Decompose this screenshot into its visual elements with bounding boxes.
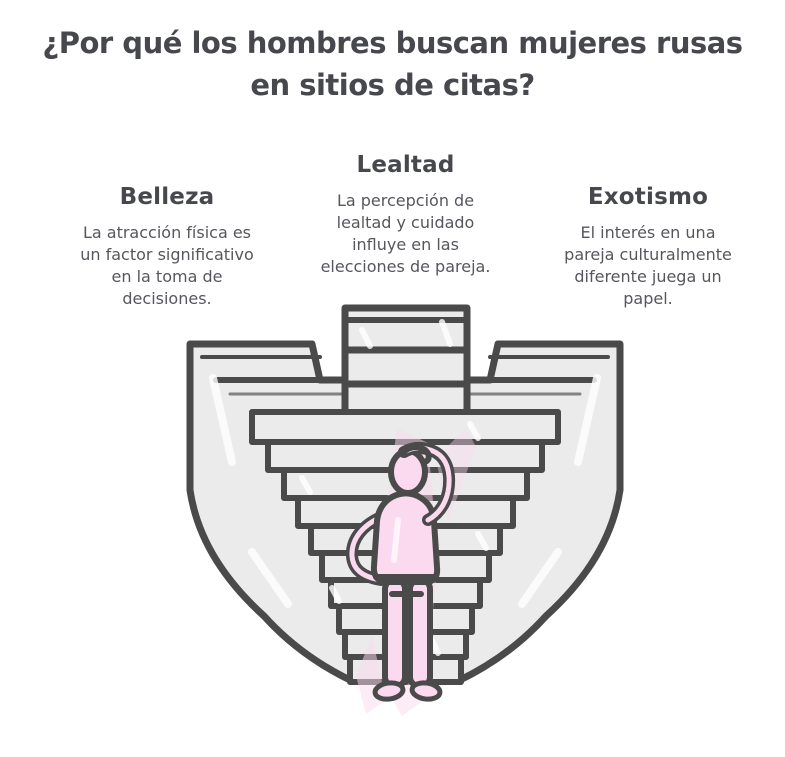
torso	[370, 490, 441, 585]
section-exotismo-body: El interés en una pareja culturalmente d…	[564, 223, 732, 308]
section-belleza-heading: Belleza	[119, 184, 215, 210]
hand-on-head	[401, 444, 432, 465]
page-title: ¿Por qué los hombres buscan mujeres rusa…	[42, 26, 743, 102]
center-tower	[341, 304, 471, 418]
section-lealtad-body: La percepción de lealtad y cuidado influ…	[320, 191, 491, 276]
person-figure	[346, 428, 476, 716]
section-exotismo-heading: Exotismo	[587, 184, 709, 210]
trouser-line	[389, 591, 424, 685]
section-exotismo: Exotismo El interés en una pareja cultur…	[528, 184, 768, 310]
right-foot	[409, 680, 443, 702]
staircase-illustration	[150, 288, 650, 728]
section-belleza: Belleza La atracción física es un factor…	[42, 184, 292, 310]
section-belleza-body: La atracción física es un factor signifi…	[80, 223, 254, 308]
section-lealtad: Lealtad La percepción de lealtad y cuida…	[288, 152, 523, 278]
head	[388, 448, 428, 496]
left-foot	[372, 680, 406, 702]
section-lealtad-heading: Lealtad	[356, 152, 455, 178]
